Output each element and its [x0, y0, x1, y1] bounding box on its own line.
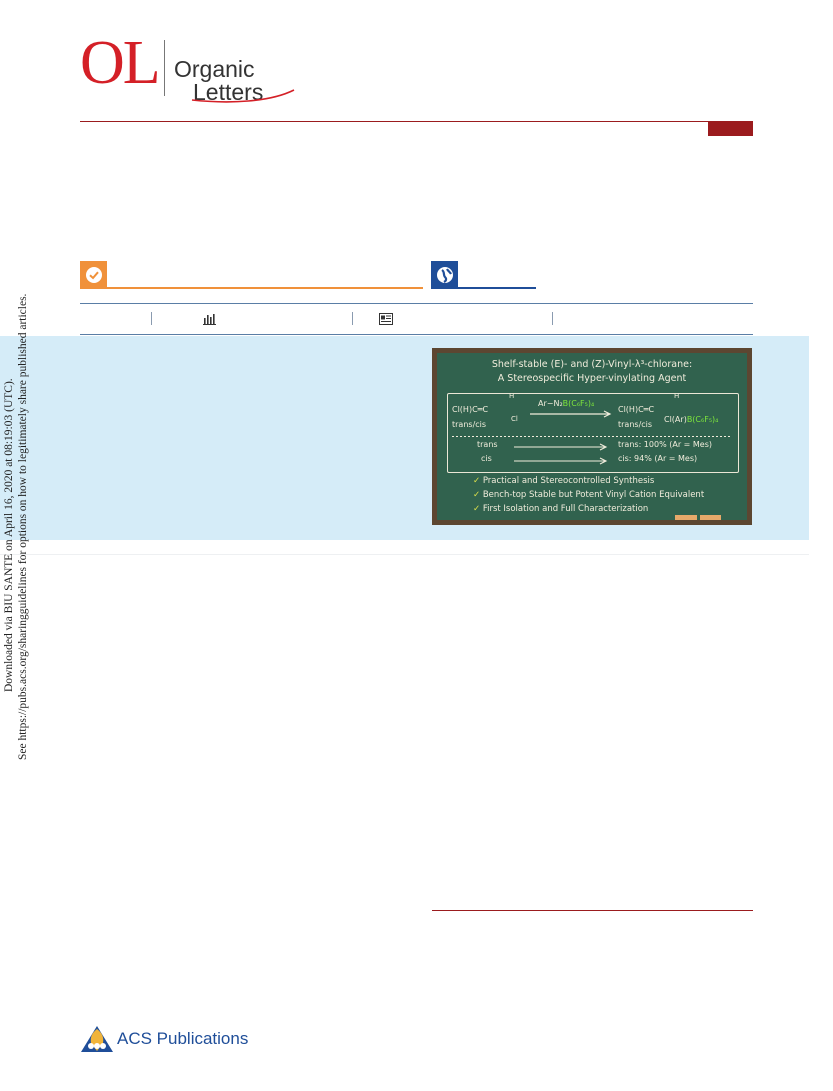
- download-notice-line1: Downloaded via BIU SANTE on April 16, 20…: [3, 378, 15, 692]
- row2-arrow: [514, 457, 608, 465]
- logo-divider: [164, 40, 165, 96]
- metrics-top-rule: [80, 303, 753, 304]
- header-tab: [708, 122, 753, 136]
- journal-name-line2: Letters: [193, 79, 264, 105]
- abstract-separator: [0, 554, 809, 555]
- toc-title-line1: Shelf-stable (E)- and (Z)-Vinyl-λ³-chlor…: [491, 359, 693, 370]
- metrics-divider: [352, 312, 353, 325]
- bullet-1: ✓ Practical and Stereocontrolled Synthes…: [473, 476, 655, 486]
- scheme-box: [447, 393, 739, 473]
- product-cl: Cl(Ar)B(C₆F₅)₄: [664, 415, 719, 424]
- journal-name-line1: Organic: [174, 56, 255, 82]
- download-notice-line2: See https://pubs.acs.org/sharingguidelin…: [17, 293, 29, 760]
- product-h: H: [674, 392, 680, 400]
- metrics-bottom-rule: [80, 334, 753, 335]
- bullet-2: ✓ Bench-top Stable but Potent Vinyl Cati…: [473, 490, 705, 500]
- row2-left: cis: [481, 454, 492, 463]
- scheme-divider: [452, 436, 732, 437]
- article-icon[interactable]: [379, 313, 393, 325]
- chalkboard: Shelf-stable (E)- and (Z)-Vinyl-λ³-chlor…: [437, 353, 747, 520]
- reactant-formula: Cl(H)C═C: [452, 405, 489, 414]
- reactant-stereo: trans/cis: [452, 420, 487, 429]
- reactant-cl: Cl: [511, 415, 518, 423]
- toc-title-line2: A Stereospecific Hyper-vinylating Agent: [497, 373, 687, 384]
- bullet-3: ✓ First Isolation and Full Characterizat…: [473, 504, 649, 514]
- badge-underline-blue: [431, 287, 536, 289]
- header-rule: [80, 121, 753, 122]
- reactant-h: H: [509, 392, 515, 400]
- product-formula: Cl(H)C═C: [618, 405, 655, 414]
- row2-right: cis: 94% (Ar = Mes): [618, 454, 698, 463]
- metrics-divider: [151, 312, 152, 325]
- reaction-arrow: [530, 410, 612, 418]
- logo-swoosh: [191, 89, 295, 103]
- row1-left: trans: [477, 440, 498, 449]
- bar-chart-icon[interactable]: [203, 313, 217, 325]
- acs-logo-icon: [81, 1026, 113, 1052]
- globe-icon[interactable]: [431, 261, 458, 288]
- reagent: Ar−N₂B(C₆F₅)₄: [538, 399, 595, 408]
- chalk-eraser: [675, 515, 697, 520]
- chalk-eraser: [700, 515, 721, 520]
- row1-right: trans: 100% (Ar = Mes): [618, 440, 713, 449]
- publisher-name: ACS Publications: [117, 1029, 249, 1048]
- metrics-divider: [552, 312, 553, 325]
- product-stereo: trans/cis: [618, 420, 653, 429]
- toc-graphic: Shelf-stable (E)- and (Z)-Vinyl-λ³-chlor…: [432, 348, 752, 525]
- check-circle-icon[interactable]: [80, 261, 107, 288]
- badge-underline-orange: [80, 287, 423, 289]
- column-rule: [432, 910, 753, 911]
- row1-arrow: [514, 443, 608, 451]
- journal-logo-letters: OL: [80, 29, 161, 97]
